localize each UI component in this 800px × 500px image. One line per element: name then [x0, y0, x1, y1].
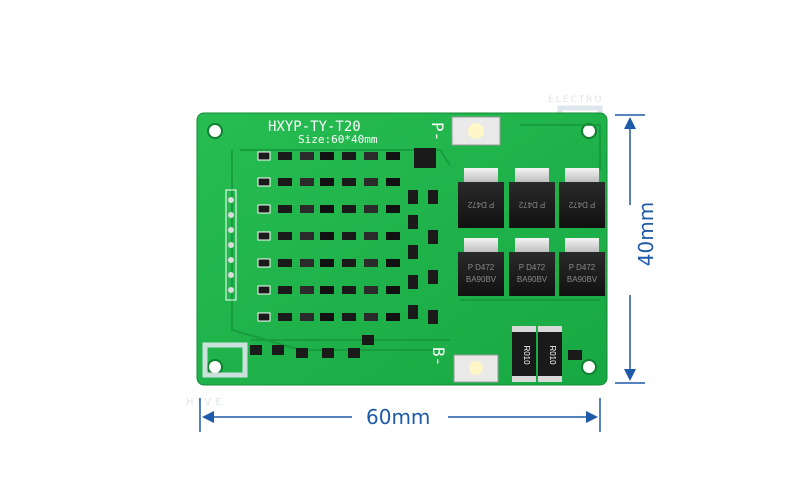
mosfet: P D472	[509, 168, 555, 228]
mosfet: P D472 BA90BV	[509, 238, 555, 296]
mosfet-code: BA90BV	[466, 275, 497, 284]
height-dimension	[615, 114, 645, 384]
width-dimension	[199, 398, 601, 432]
mounting-hole	[581, 123, 597, 139]
terminal-b-label: B-	[429, 347, 448, 366]
mosfet-code: BA90BV	[517, 275, 548, 284]
ic-chip	[414, 148, 436, 168]
terminal-p-label: P-	[428, 122, 447, 141]
mosfet-code: BA90BV	[567, 275, 598, 284]
mosfet: P D472	[559, 168, 605, 228]
smd-part	[568, 350, 582, 360]
width-dimension-label: 60mm	[366, 405, 431, 429]
mosfet: P D472 BA90BV	[559, 238, 605, 296]
mosfet: P D472 BA90BV	[458, 238, 504, 296]
smd-components	[250, 148, 438, 358]
mosfet-marking: P D472	[468, 263, 495, 272]
mosfet: P D472	[458, 168, 504, 228]
pcb-board: HXYP-TY-T20 Size:60*40mm P- B-	[196, 112, 608, 386]
shunt-resistor: R010	[538, 326, 562, 382]
watermark-bottom-text: HIVE	[186, 397, 226, 408]
board-size-label: Size:60*40mm	[298, 133, 378, 146]
board-model-label: HXYP-TY-T20	[268, 119, 361, 135]
mosfet-marking: P D472	[518, 200, 545, 209]
shunt-resistor: R010	[512, 326, 536, 382]
mosfet-marking: P D472	[519, 263, 546, 272]
resistor-marking: R010	[522, 345, 531, 365]
height-dimension-label: 40mm	[634, 201, 659, 267]
resistor-marking: R010	[548, 345, 557, 365]
mounting-hole	[207, 123, 223, 139]
balance-connector	[225, 189, 237, 301]
mosfet-array: P D472 P D472 P D472 P D472 BA90BV	[458, 168, 605, 296]
mounting-hole	[207, 359, 223, 375]
watermark-bottom: HIVE	[186, 342, 248, 408]
mosfet-marking: P D472	[568, 200, 595, 209]
mounting-hole	[581, 359, 597, 375]
mosfet-marking: P D472	[467, 200, 494, 209]
watermark-top-text: ELECTRO	[548, 95, 604, 105]
mosfet-marking: P D472	[569, 263, 596, 272]
